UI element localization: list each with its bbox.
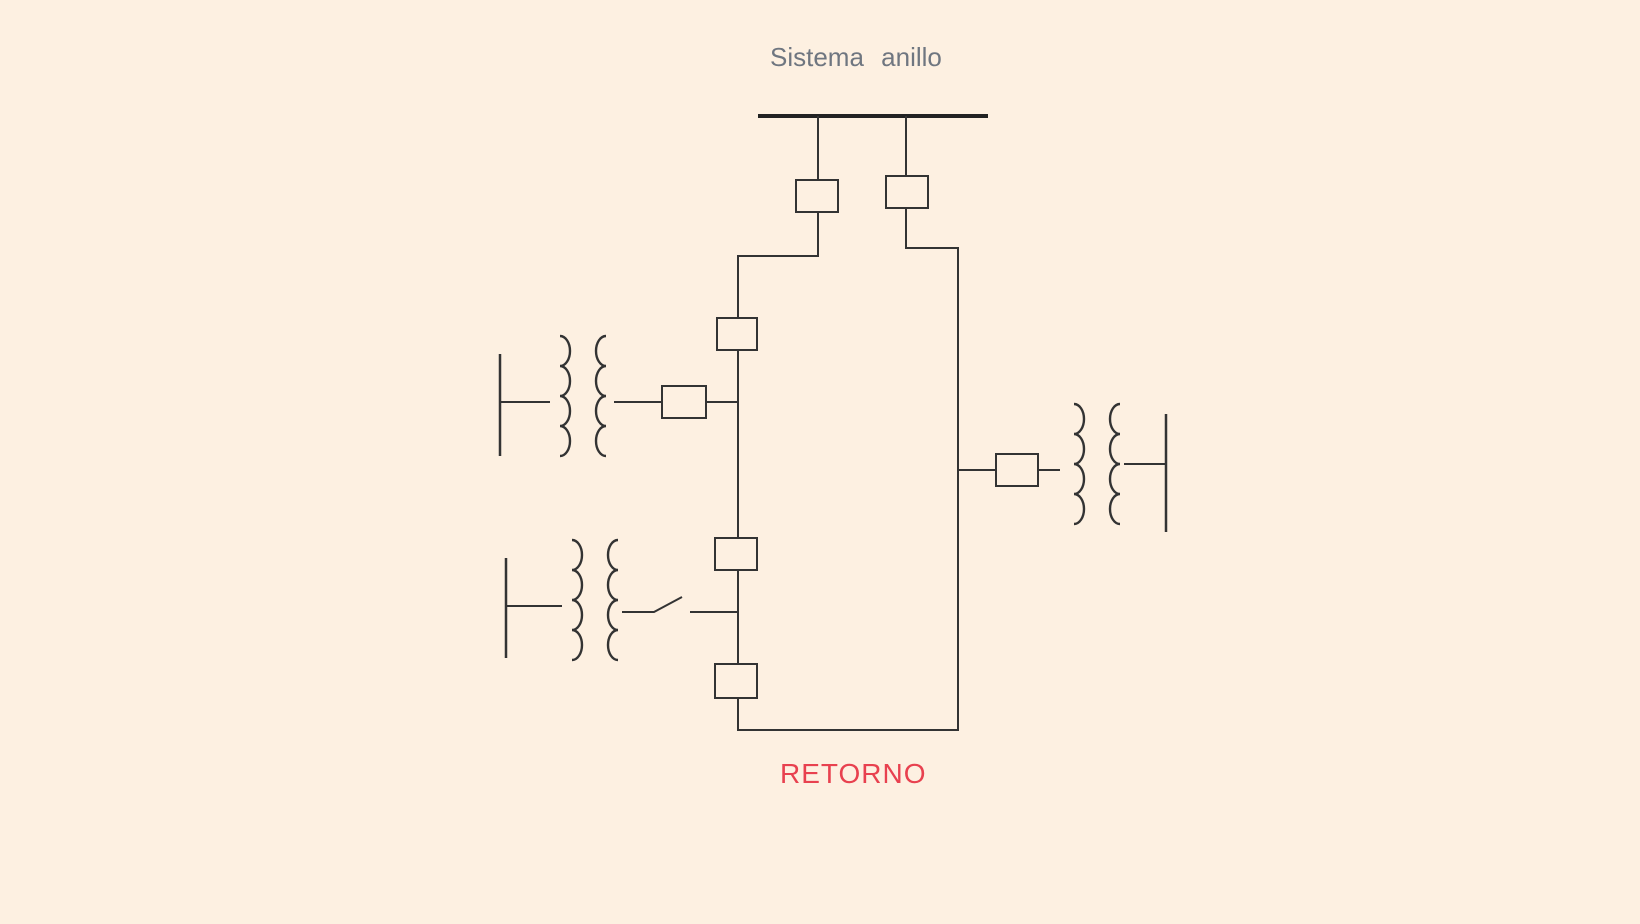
- left-feeder-wire: [737, 116, 819, 318]
- diagram-title: Sistema anillo: [770, 42, 942, 72]
- disconnect-switch-icon: [622, 596, 683, 613]
- right-branch-breaker: [995, 453, 1039, 487]
- right-ring-wire: [737, 116, 959, 731]
- left-ring-upper-breaker: [716, 317, 758, 351]
- return-label: RETORNO: [780, 758, 927, 789]
- upper-left-branch-breaker: [661, 385, 707, 419]
- lower-left-transformer-icon: [571, 538, 619, 662]
- left-ring-middle-breaker: [714, 537, 758, 571]
- upper-left-transformer-icon: [559, 334, 607, 458]
- right-transformer-icon: [1073, 402, 1121, 526]
- left-feeder-breaker: [795, 179, 839, 213]
- left-ring-lower-breaker: [714, 663, 758, 699]
- right-feeder-breaker: [885, 175, 929, 209]
